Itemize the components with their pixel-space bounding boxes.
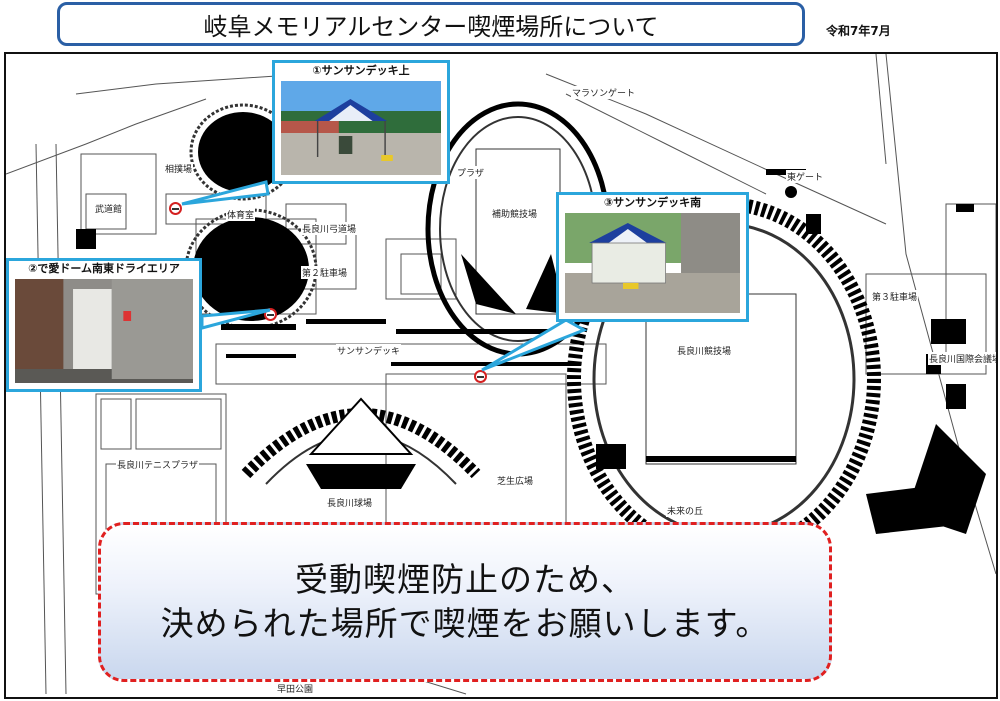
map-label-mirai-hill: 未来の丘 xyxy=(666,504,705,517)
map-label-parking3: 第３駐車場 xyxy=(871,290,919,303)
callout-sansan-deck-south: ③サンサンデッキ南 xyxy=(556,192,749,322)
map-label-nagaragawa-stadium: 長良川競技場 xyxy=(676,344,733,357)
callout-title: ③サンサンデッキ南 xyxy=(603,196,702,209)
map-label-plaza: プラザ xyxy=(456,166,486,179)
smoking-area-icon xyxy=(474,370,487,383)
issue-date: 令和7年7月 xyxy=(826,24,891,38)
map-label-parking2: 第２駐車場 xyxy=(301,266,349,279)
map-label-east-gate: 東ゲート xyxy=(786,170,825,183)
map-label-aux-field: 補助競技場 xyxy=(491,207,539,220)
map-label-sumo: 相撲場 xyxy=(164,162,194,175)
notice-banner: 受動喫煙防止のため、 決められた場所で喫煙をお願いします。 xyxy=(98,522,832,682)
notice-line-2: 決められた場所で喫煙をお願いします。 xyxy=(160,604,770,643)
map-label-conference: 長良川国際会議場 xyxy=(928,352,996,365)
map-label-gym: 体育室 xyxy=(226,208,256,221)
callout-dome-southeast: ②で愛ドーム南東ドライエリア xyxy=(6,258,202,392)
smoking-area-icon xyxy=(169,202,182,215)
smoking-area-icon xyxy=(264,308,277,321)
notice-line-1: 受動喫煙防止のため、 xyxy=(295,560,635,599)
photo-tent-south xyxy=(565,213,740,313)
map-label-kyudo: 長良川弓道場 xyxy=(301,222,358,235)
callout-sansan-deck-upper: ①サンサンデッキ上 xyxy=(272,60,450,184)
map-label-park: 早田公園 xyxy=(276,682,315,695)
map-label-sansan-deck: サンサンデッキ xyxy=(336,344,402,357)
page-title: 岐阜メモリアルセンター喫煙場所について xyxy=(57,2,805,46)
map-label-nagaragawa-ballpark: 長良川球場 xyxy=(326,496,374,509)
callout-title: ①サンサンデッキ上 xyxy=(312,64,410,77)
callout-title: ②で愛ドーム南東ドライエリア xyxy=(28,262,180,275)
photo-tent-deck xyxy=(281,81,441,175)
map-label-marathon-gate: マラソンゲート xyxy=(571,86,637,99)
photo-dry-area xyxy=(15,279,193,383)
map-label-lawn-plaza: 芝生広場 xyxy=(496,474,535,487)
map-label-budokan: 武道館 xyxy=(94,202,124,215)
map-label-tennis-plaza: 長良川テニスプラザ xyxy=(116,458,200,471)
